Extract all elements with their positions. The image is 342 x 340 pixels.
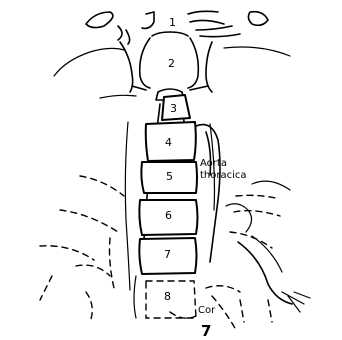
vertebra-6-label: 6 (165, 209, 172, 222)
vertebra-2-label: 2 (168, 57, 175, 70)
vertebral-column (139, 95, 197, 318)
neck-outline (54, 47, 290, 98)
vertebra-8-label: 8 (164, 290, 171, 303)
vertebra-7-label: 7 (164, 248, 171, 261)
cor-label: Cor (198, 305, 216, 316)
vertebra-3-label: 3 (170, 102, 177, 115)
aorta-outline (196, 125, 220, 262)
vertebra-4-label: 4 (165, 136, 172, 149)
aorta-label-line1: Aorta (200, 158, 227, 169)
skull-base-outline (86, 11, 268, 44)
vertebra-5-label: 5 (166, 170, 173, 183)
figure-number: 7 (201, 322, 211, 340)
upper-cervical-outline (120, 32, 212, 100)
aorta-label-line2: thoracica (200, 170, 247, 181)
vertebra-1-label: 1 (169, 16, 176, 29)
